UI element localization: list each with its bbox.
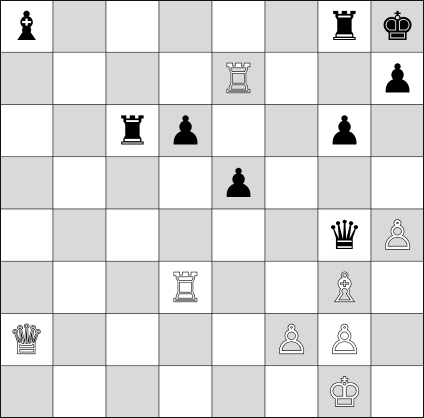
white-pawn-icon[interactable]: ♙ [274, 318, 310, 364]
square-a1[interactable] [0, 366, 53, 418]
square-e8[interactable] [212, 0, 265, 52]
square-a6[interactable] [0, 105, 53, 157]
black-pawn-icon[interactable]: ♟ [327, 109, 363, 155]
square-f4[interactable] [265, 209, 318, 261]
square-b6[interactable] [53, 105, 106, 157]
square-d8[interactable] [159, 0, 212, 52]
square-b8[interactable] [53, 0, 106, 52]
square-b2[interactable] [53, 314, 106, 366]
square-c5[interactable] [106, 157, 159, 209]
square-b7[interactable] [53, 52, 106, 104]
white-rook-icon[interactable]: ♖ [168, 265, 204, 311]
square-h6[interactable] [371, 105, 424, 157]
square-c2[interactable] [106, 314, 159, 366]
square-e1[interactable] [212, 366, 265, 418]
square-d2[interactable] [159, 314, 212, 366]
white-rook-icon[interactable]: ♖ [221, 56, 257, 102]
square-h5[interactable] [371, 157, 424, 209]
white-bishop-icon[interactable]: ♗ [327, 265, 363, 311]
square-b4[interactable] [53, 209, 106, 261]
square-f7[interactable] [265, 52, 318, 104]
black-pawn-icon[interactable]: ♟ [380, 56, 416, 102]
square-e3[interactable] [212, 261, 265, 313]
square-d5[interactable] [159, 157, 212, 209]
square-f6[interactable] [265, 105, 318, 157]
square-g5[interactable] [318, 157, 371, 209]
square-b3[interactable] [53, 261, 106, 313]
black-pawn-icon[interactable]: ♟ [168, 109, 204, 155]
square-h3[interactable] [371, 261, 424, 313]
square-c7[interactable] [106, 52, 159, 104]
black-pawn-icon[interactable]: ♟ [221, 161, 257, 207]
black-rook-icon[interactable]: ♜ [115, 109, 151, 155]
square-a3[interactable] [0, 261, 53, 313]
square-d7[interactable] [159, 52, 212, 104]
square-c8[interactable] [106, 0, 159, 52]
square-f5[interactable] [265, 157, 318, 209]
square-a7[interactable] [0, 52, 53, 104]
square-c1[interactable] [106, 366, 159, 418]
square-f3[interactable] [265, 261, 318, 313]
square-f8[interactable] [265, 0, 318, 52]
square-g7[interactable] [318, 52, 371, 104]
square-c4[interactable] [106, 209, 159, 261]
square-d4[interactable] [159, 209, 212, 261]
square-e6[interactable] [212, 105, 265, 157]
white-pawn-icon[interactable]: ♙ [327, 318, 363, 364]
square-h1[interactable] [371, 366, 424, 418]
black-bishop-icon[interactable]: ♝ [9, 4, 45, 50]
square-a4[interactable] [0, 209, 53, 261]
square-c3[interactable] [106, 261, 159, 313]
square-b5[interactable] [53, 157, 106, 209]
square-h2[interactable] [371, 314, 424, 366]
square-e2[interactable] [212, 314, 265, 366]
square-d1[interactable] [159, 366, 212, 418]
white-king-icon[interactable]: ♔ [327, 370, 363, 416]
white-pawn-icon[interactable]: ♙ [380, 213, 416, 259]
square-f1[interactable] [265, 366, 318, 418]
black-king-icon[interactable]: ♚ [380, 4, 416, 50]
square-e4[interactable] [212, 209, 265, 261]
white-queen-icon[interactable]: ♕ [9, 318, 45, 364]
black-queen-icon[interactable]: ♛ [327, 213, 363, 259]
square-a5[interactable] [0, 157, 53, 209]
black-rook-icon[interactable]: ♜ [327, 4, 363, 50]
square-b1[interactable] [53, 366, 106, 418]
